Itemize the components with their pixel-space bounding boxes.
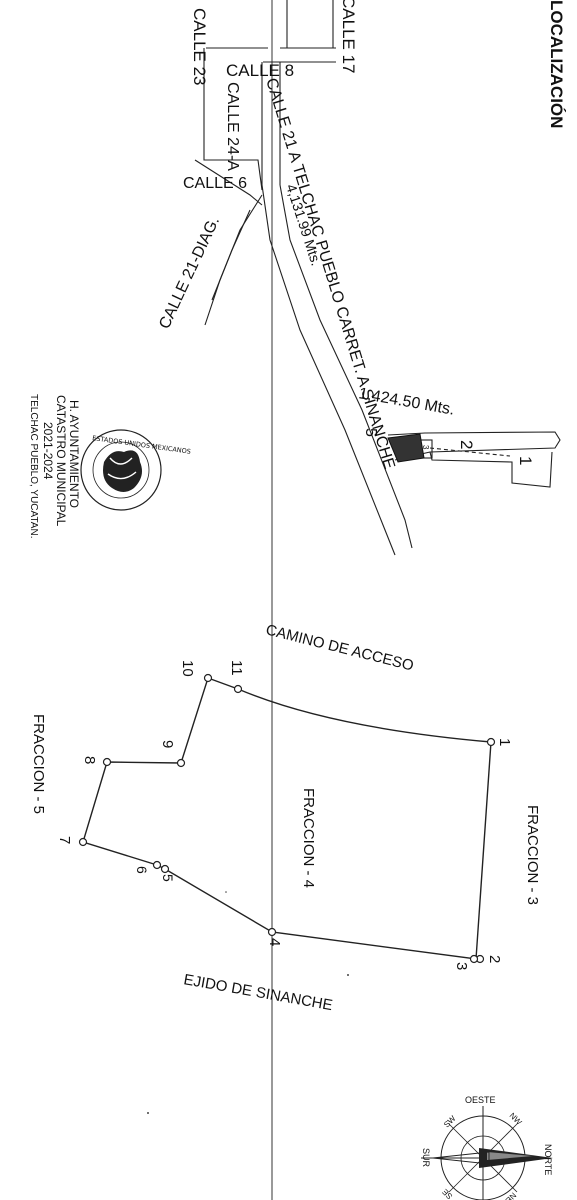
vertex-marker xyxy=(233,684,243,694)
vertex-marker xyxy=(469,954,479,964)
compass-label: OESTE xyxy=(465,1095,496,1105)
seal-ring xyxy=(80,429,162,511)
compass-label: SW xyxy=(442,1114,458,1130)
vertex-labels: 1 2 3 4 5 6 7 8 9 10 11 xyxy=(56,660,513,970)
north-arrow-icon xyxy=(487,1152,533,1160)
road-edge xyxy=(279,184,413,549)
stamp-line: H. AYUNTAMIENTO xyxy=(67,400,81,508)
compass-label: NW xyxy=(508,1111,524,1127)
road-label: CALLE 21 A TELCHAC PUEBLO CARRET. A SINA… xyxy=(262,76,398,471)
location-map xyxy=(194,0,561,556)
neighbor-label: FRACCION - 3 xyxy=(524,805,541,905)
vertex-marker xyxy=(176,758,186,768)
vertex-label: 6 xyxy=(134,866,150,874)
municipal-seal: ESTADOS UNIDOS MEXICANOS xyxy=(80,429,192,511)
vertex-marker xyxy=(78,837,88,847)
street-label: CALLE 23 xyxy=(190,8,209,86)
vertex-label: 10 xyxy=(179,660,196,677)
block-outline xyxy=(203,48,263,191)
street-label: CALLE 24-A xyxy=(224,82,241,171)
vertex-markers xyxy=(78,673,496,964)
block-outline xyxy=(286,0,334,49)
neighbor-label: FRACCION - 4 xyxy=(300,788,317,888)
parcel-label: 1 xyxy=(516,456,535,465)
vertex-marker xyxy=(102,757,112,767)
stamp-line: TELCHAC PUEBLO, YUCATAN. xyxy=(28,394,39,538)
property-boundary xyxy=(82,677,492,960)
seal-ring xyxy=(92,441,150,499)
compass-label: NORTE xyxy=(543,1144,553,1175)
street-label: CALLE 8 xyxy=(226,61,294,80)
vertex-marker xyxy=(486,737,496,747)
vertex-label: 8 xyxy=(81,756,98,764)
street-label: CALLE 6 xyxy=(183,175,247,192)
vertex-marker xyxy=(152,860,162,870)
vertex-marker xyxy=(160,864,170,874)
parcel-outline xyxy=(429,451,553,488)
street-label: CALLE 21-DIAG. xyxy=(156,214,223,332)
compass-rose: OESTE NORTE SUR NW NE SW SE xyxy=(421,1095,553,1200)
vertex-marker xyxy=(267,927,277,937)
parcel-label: 3 xyxy=(421,445,430,450)
parcel-divider xyxy=(429,447,511,457)
street-label: CALLE 17 xyxy=(339,0,358,74)
vertex-label: 7 xyxy=(56,836,73,844)
parcel-5-shaded xyxy=(387,433,425,463)
vertex-label: 1 xyxy=(496,738,513,746)
vertex-label: 3 xyxy=(453,962,470,970)
neighbor-label: FRACCION - 5 xyxy=(30,714,47,814)
eagle-emblem-icon xyxy=(107,457,137,480)
parcel-label: 5 xyxy=(362,428,379,437)
location-labels: LOCALIZACIÓN CALLE 17 CALLE 23 CALLE 8 C… xyxy=(156,0,566,471)
scan-specks xyxy=(147,891,349,1114)
speck xyxy=(347,974,349,976)
neighbor-label: CAMINO DE ACCESO xyxy=(264,621,415,674)
parcel-label: 2 xyxy=(457,440,476,449)
street-edge xyxy=(211,209,251,301)
stamp-text: H. AYUNTAMIENTO CATASTRO MUNICIPAL 2021-… xyxy=(28,394,81,538)
seal-ring-text: ESTADOS UNIDOS MEXICANOS xyxy=(92,434,192,456)
stamp-line: 2021-2024 xyxy=(41,422,55,480)
vertex-marker xyxy=(203,673,213,683)
road-edge xyxy=(261,184,396,556)
vertex-label: 11 xyxy=(228,660,245,676)
speck xyxy=(225,891,227,893)
stamp-line: CATASTRO MUNICIPAL xyxy=(54,395,68,527)
vertex-label: 9 xyxy=(159,740,176,748)
compass-label: NE xyxy=(504,1191,518,1200)
neighbor-label: EJIDO DE SINANCHE xyxy=(182,971,334,1014)
eagle-emblem-icon xyxy=(103,450,142,492)
vertex-label: 2 xyxy=(486,955,503,963)
compass-label: SUR xyxy=(421,1148,431,1168)
speck xyxy=(147,1112,149,1114)
plan-labels: FRACCION - 3 FRACCION - 4 FRACCION - 5 C… xyxy=(30,621,541,1014)
location-title: LOCALIZACIÓN xyxy=(547,0,566,128)
vertex-label: 4 xyxy=(266,938,283,946)
vertex-label: 5 xyxy=(160,874,176,882)
street-edge xyxy=(204,194,263,326)
south-arrow-icon xyxy=(432,1151,490,1165)
